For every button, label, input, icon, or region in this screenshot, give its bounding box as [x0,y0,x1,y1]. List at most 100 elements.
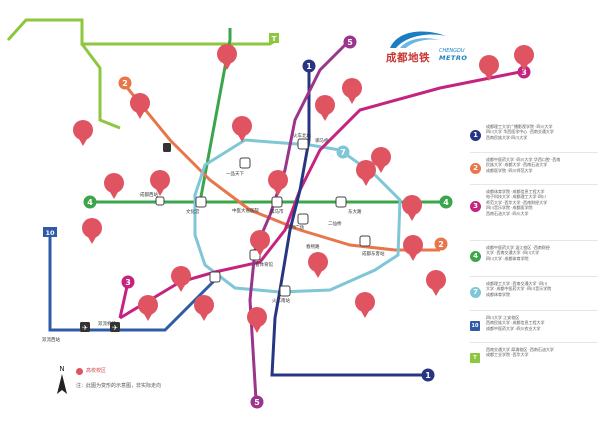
legend-text: 西南交通大学 犀浦校区 ·西南石油大学 成都工业学院 ·西华大学 [486,347,554,358]
brand-name-en-bottom: METRO [439,54,468,62]
university-markers [73,44,534,333]
station-label-luomashi: 骡马市 [270,208,284,215]
line-badge-3-east: 3 [517,65,531,79]
university-pin [104,173,124,199]
legend-text: 成都中医药大学 温江校区 ·西南财经 大学 ·西南交通大学 ·四川大学 四川大学… [486,245,550,261]
university-pin [232,116,252,142]
line-badge-5-north: 5 [343,35,357,49]
legend-badge: 10 [470,321,480,331]
university-marker-icon [76,368,83,375]
station-label-jiaoda: 省体育馆 [255,261,273,268]
university-pin [371,147,391,173]
svg-text:5: 5 [347,38,353,47]
legend-text: 四川大学 江安校区 西南民族大学 ·成都信息工程大学 成都中医药大学 ·四川农业… [486,315,545,331]
station-label-airport: 双流机场 [98,320,116,327]
svg-text:2: 2 [122,79,128,88]
legend-text: 成都理工大学广播影视学院 ·四川大学 四川大学 华西医学中心 ·西南交通大学 西… [486,124,554,140]
line-4-west [198,28,232,203]
legend-row-line-1: 1 成都理工大学广播影视学院 ·四川大学 四川大学 华西医学中心 ·西南交通大学… [470,120,598,164]
airplane-icon-1: ✈ [80,322,90,332]
line-badge-1: 1 [302,59,316,73]
legend-badge: 1 [470,130,481,141]
line-badge-1-south: 1 [421,368,435,382]
legend-badge: 3 [470,201,481,212]
station-label-erxianqiao: 二仙桥 [328,220,342,227]
university-pin [355,292,375,318]
legend-text: 成都中医药大学 ·四川大学 华西口腔 ·西南 民族大学 ·成都大学 ·西南石油大… [486,157,561,173]
university-pin [150,170,170,196]
university-pin [247,307,267,333]
university-pin [250,230,270,256]
svg-text:4: 4 [443,198,449,207]
university-pin [315,95,335,121]
university-pin [403,235,423,261]
station-label-dongda: 东大路 [348,208,362,215]
line-badge-7: 7 [336,145,350,159]
svg-text:1: 1 [425,371,431,380]
station-label-north: 火车北站 [293,132,311,139]
airplane-icon-2: ✈ [110,322,120,332]
line-badge-5-south: 5 [250,395,264,409]
station-label-tianfu: 天府广场 [286,224,304,231]
legend-row-line-7: 7 成都理工大学 ·西南交通大学 ·四川 大学 ·成都中医药大学 ·四川音乐学院… [470,276,598,321]
station-label-shuangqiao: 成都东客站 [362,250,385,257]
university-pin [479,55,499,81]
university-pin [138,295,158,321]
line-1-route [270,68,428,377]
legend-row-line-4: 4 成都中医药大学 温江校区 ·西南财经 大学 ·西南交通大学 ·四川大学 四川… [470,240,598,285]
line-3-route [119,70,521,320]
metro-brand: 成都地铁 CHENGDU METRO [386,28,470,68]
university-marker-label: 高校校区 [86,368,107,374]
line-10-route [48,232,217,332]
station-label-zhongyi: 中医大省医院 [232,207,259,214]
north-arrow-icon [57,374,67,394]
svg-text:3: 3 [125,278,131,287]
metro-logo-icon [390,31,446,48]
line-2-route [123,84,440,252]
university-pin [130,93,150,119]
transfer-stations [155,138,371,297]
line-7-loop [193,138,402,294]
station-label-west: 成都西站 [140,191,158,198]
line-badge-4-west: 4 [83,195,97,209]
university-pin [356,160,376,186]
station-label-yipin: 一品天下 [226,171,244,177]
train-icon [163,143,171,152]
svg-text:2: 2 [438,240,444,249]
line-badge-10: 10 [43,227,57,237]
university-pin [73,120,93,146]
university-pin [82,218,102,244]
station-label-nanzhan: 双流西站 [42,336,60,343]
university-pin [514,45,534,71]
university-pin [268,170,288,196]
legend-row-line-3: 3 成都体育学院 ·成都信息工程大学 电子科技大学 ·成都理工大学·四川 师范大… [470,184,598,229]
map-note: 高校校区 注：此图为变形的示意图，非实际走向 [52,364,272,400]
north-label: N [59,365,64,373]
legend-badge: 2 [470,163,481,174]
svg-text:1: 1 [306,62,312,71]
legend-badge: 7 [470,287,481,298]
legend-row-line-10: 10 四川大学 江安校区 西南民族大学 ·成都信息工程大学 成都中医药大学 ·四… [470,310,598,355]
legend-badge: T [470,353,480,363]
line-badge-2-west: 2 [118,76,132,90]
svg-text:✈: ✈ [112,324,118,332]
legend-badge: 4 [470,251,481,262]
svg-text:✈: ✈ [82,324,88,332]
map-disclaimer: 注：此图为变形的示意图，非实际走向 [76,383,162,389]
legend-text: 成都体育学院 ·成都信息工程大学 电子科技大学 ·成都理工大学·四川 师范大学 … [486,189,548,216]
line-badge-3-west: 3 [121,275,135,289]
line-badge-t: T [269,33,279,43]
svg-text:10: 10 [45,229,55,237]
university-pin [171,266,191,292]
line-t-route [6,18,277,46]
university-pin [217,44,237,70]
svg-text:7: 7 [340,148,346,157]
svg-text:4: 4 [87,198,93,207]
station-label-chuanshi: 驷马桥 [315,137,329,144]
svg-text:3: 3 [521,68,527,77]
station-label-south: 火车南站 [272,297,290,304]
line-badge-2-east: 2 [434,237,448,251]
university-pin [308,252,328,278]
